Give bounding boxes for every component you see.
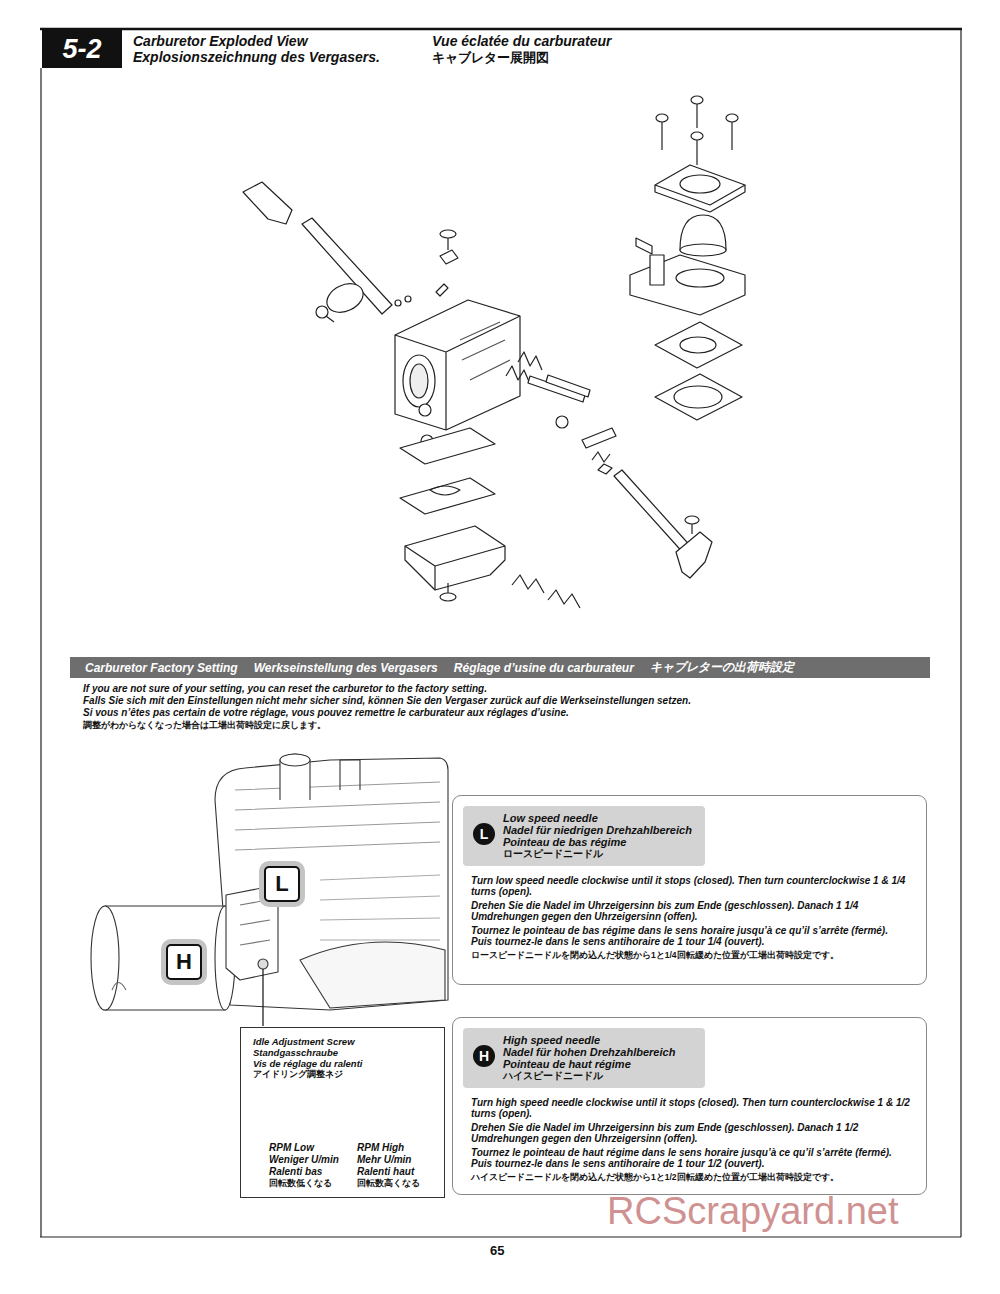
idle-text: 回転数低くなる [269, 1178, 332, 1190]
instruction-text: Drehen Sie die Nadel im Uhrzeigersinn bi… [471, 900, 911, 922]
idle-text: Mehr U/min [357, 1154, 411, 1165]
watermark: RCScrapyard.net [607, 1190, 898, 1233]
air-filter [105, 906, 225, 1010]
instruction-text: Tournez le pointeau de haut régime dans … [471, 1147, 911, 1169]
engine-block [215, 758, 448, 1010]
idle-screw-box: Idle Adjustment ScrewStandgasschraubeVis… [240, 1027, 445, 1198]
frame-left [40, 68, 41, 1237]
instruction-text: Tournez le pointeau de bas régime dans l… [471, 925, 911, 947]
node-text: L [480, 826, 489, 842]
intro-text: Falls Sie sich mit den Einstellungen nic… [83, 695, 691, 706]
needle-header: High speed needleNadel für hohen Drehzah… [463, 1028, 705, 1088]
idle-text: Ralenti haut [357, 1166, 414, 1177]
section-band: Carburetor Factory Setting Werkseinstellu… [70, 657, 930, 678]
instruction-text: Drehen Sie die Nadel im Uhrzeigersinn bi… [471, 1122, 911, 1144]
needle-panel: Turn high speed needle clockwise until i… [452, 1017, 927, 1195]
subtitle-text: Explosionszeichnung des Vergasers. [133, 49, 380, 65]
node-text: Pointeau de haut régime [503, 1058, 697, 1070]
node-text: キャブレターの出荷時設定 [650, 659, 794, 676]
node-text: Low speed needle [503, 812, 697, 824]
throttle-shaft [614, 470, 694, 556]
callout-box: H [166, 944, 202, 980]
choke-lever [243, 182, 292, 224]
choke-plate [322, 278, 367, 318]
node-text: Pointeau de bas régime [503, 836, 697, 848]
node-text: Nadel für hohen Drehzahlbereich [503, 1046, 697, 1058]
needle-icon: H [473, 1045, 495, 1067]
recoil-cover [300, 942, 445, 1008]
node-text: L [275, 871, 288, 897]
node-text: H [479, 1048, 489, 1064]
callout-box: L [264, 866, 300, 902]
node-text: 5-2 [62, 34, 101, 65]
needle-header: Low speed needleNadel für niedrigen Dreh… [463, 806, 705, 866]
panel-body: Turn high speed needle clockwise until i… [471, 1097, 911, 1186]
node-text: H [176, 949, 192, 975]
intro-text: If you are not sure of your setting, you… [83, 683, 487, 694]
idle-text: アイドリング調整ネジ [253, 1069, 343, 1081]
idle-text: Weniger U/min [269, 1154, 339, 1165]
metering-gasket [400, 428, 495, 464]
page-number: 65 [490, 1243, 504, 1258]
spring [518, 352, 542, 370]
section-number-tab: 5-2 [42, 30, 122, 68]
metering-cover [405, 526, 505, 590]
carburetor-body [395, 300, 520, 430]
subtitle-text: Vue éclatée du carburateur [432, 33, 611, 49]
needle-panel: Turn low speed needle clockwise until it… [452, 795, 927, 985]
idle-text: Idle Adjustment Screw [253, 1036, 355, 1047]
frame-right [960, 29, 961, 1237]
diaphragm [655, 322, 742, 368]
title-text: Carburetor Exploded View [133, 33, 308, 49]
node-text: Nadel für niedrigen Drehzahlbereich [503, 824, 697, 836]
throttle-arm [676, 532, 712, 578]
instruction-text: ハイスピードニードルを閉め込んだ状態から1と1/2回転緩めた位置が工場出荷時設定… [471, 1172, 911, 1183]
gasket [655, 374, 742, 420]
frame-bottom [40, 1236, 961, 1237]
node-text: Werkseinstellung des Vergasers [254, 661, 438, 675]
node-text: ロースピードニードル [503, 848, 697, 860]
node-text: High speed needle [503, 1034, 697, 1046]
muffler-tube [280, 754, 310, 800]
node-text: Réglage d’usine du carburateur [454, 661, 634, 675]
instruction-text: Turn low speed needle clockwise until it… [471, 875, 911, 897]
idle-text: 回転数高くなる [357, 1178, 420, 1190]
idle-text: Vis de réglage du ralenti [253, 1058, 362, 1069]
idle-text: RPM Low [269, 1142, 314, 1153]
idle-screw [258, 959, 268, 969]
needle-icon: L [473, 823, 495, 845]
instruction-text: ロースピードニードルを閉め込んだ状態から1と1/4回転緩めた位置が工場出荷時設定… [471, 950, 911, 961]
instruction-text: Turn high speed needle clockwise until i… [471, 1097, 911, 1119]
pump-body [630, 255, 745, 315]
idle-leader [262, 969, 263, 1026]
throttle-lever [582, 428, 616, 448]
pump-cover [655, 165, 745, 205]
intro-text: 調整がわからなくなった場合は工場出荷時設定に戻します。 [83, 719, 326, 732]
idle-text: Ralenti bas [269, 1166, 322, 1177]
node-text: Carburetor Factory Setting [85, 661, 238, 675]
intro-text: Si vous n’êtes pas certain de votre régl… [83, 707, 569, 718]
subtitle-text: キャブレター展開図 [432, 49, 549, 67]
node-text: ハイスピードニードル [503, 1070, 697, 1082]
idle-text: RPM High [357, 1142, 404, 1153]
screws [656, 96, 738, 165]
idle-text: Standgasschraube [253, 1047, 338, 1058]
metering-diaphragm [400, 478, 495, 514]
frame-top [40, 28, 962, 31]
panel-body: Turn low speed needle clockwise until it… [471, 875, 911, 964]
